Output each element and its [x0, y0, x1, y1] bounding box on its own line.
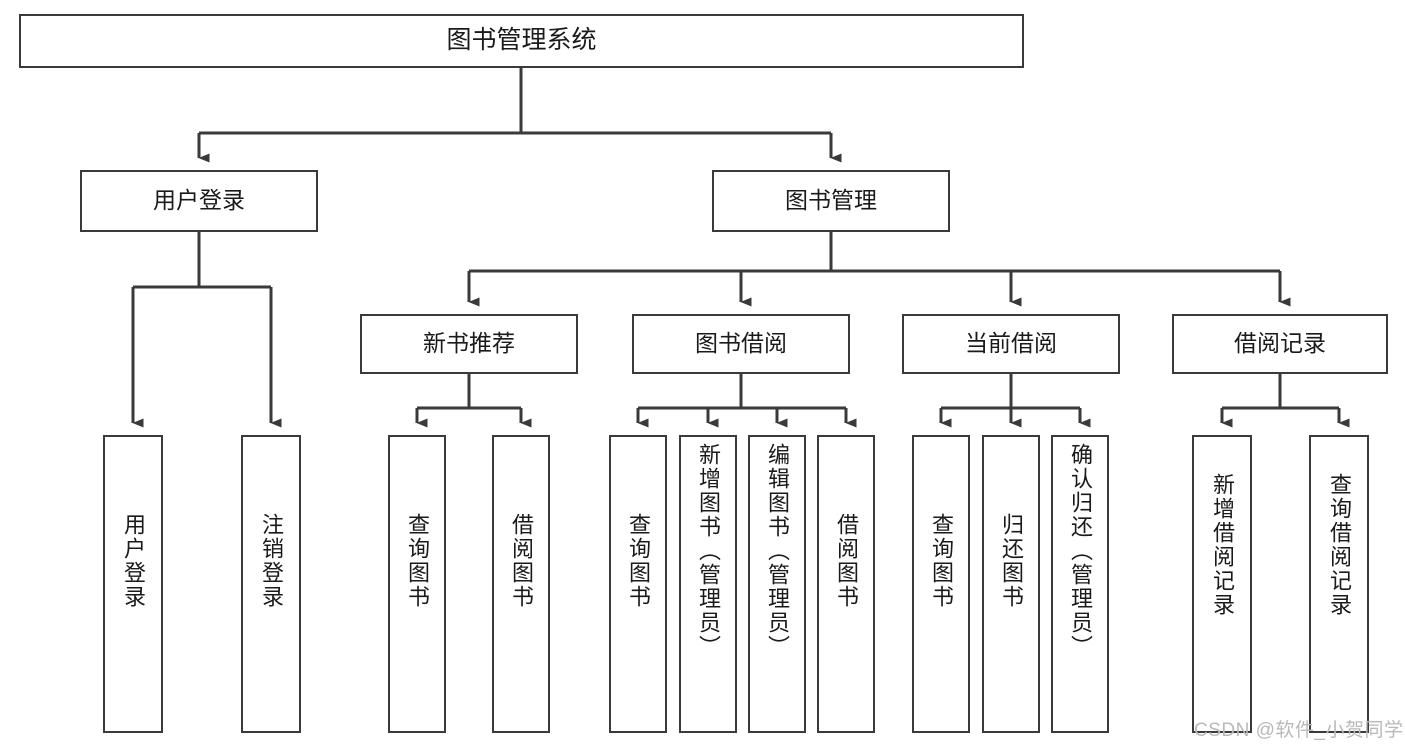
node-leaf-borrow-book-2[interactable]: 借阅图书: [817, 435, 875, 733]
node-root-label: 图书管理系统: [446, 26, 597, 55]
node-leaf-query-book-2[interactable]: 查询图书: [609, 435, 667, 733]
node-leaf-return-book-label: 归还图书: [999, 513, 1024, 609]
node-leaf-add-book[interactable]: 新增图书（管理员）: [679, 435, 737, 733]
node-leaf-add-book-label: 新增图书（管理员）: [696, 443, 721, 659]
node-leaf-edit-book-label: 编辑图书（管理员）: [765, 443, 790, 659]
node-leaf-borrow-book-1[interactable]: 借阅图书: [492, 435, 550, 733]
node-leaf-add-record[interactable]: 新增借阅记录: [1192, 435, 1252, 733]
node-leaf-user-login[interactable]: 用户登录: [103, 435, 163, 733]
node-leaf-query-book-3-label: 查询图书: [929, 513, 954, 609]
node-leaf-query-book-3[interactable]: 查询图书: [912, 435, 970, 733]
node-leaf-return-book[interactable]: 归还图书: [982, 435, 1040, 733]
node-leaf-user-logout[interactable]: 注销登录: [241, 435, 301, 733]
node-leaf-user-login-label: 用户登录: [121, 513, 146, 609]
node-leaf-add-record-label: 新增借阅记录: [1210, 473, 1235, 617]
node-root[interactable]: 图书管理系统: [19, 14, 1024, 68]
node-leaf-borrow-book-2-label: 借阅图书: [834, 513, 859, 609]
node-user-login-label: 用户登录: [153, 187, 245, 214]
node-book-management[interactable]: 图书管理: [712, 170, 950, 232]
watermark-text: CSDN @软件_小贺同学: [1194, 720, 1404, 741]
node-leaf-query-book-1-label: 查询图书: [405, 513, 430, 609]
node-leaf-borrow-book-1-label: 借阅图书: [509, 513, 534, 609]
node-leaf-query-book-2-label: 查询图书: [626, 513, 651, 609]
node-current-borrow[interactable]: 当前借阅: [902, 314, 1120, 374]
node-leaf-edit-book[interactable]: 编辑图书（管理员）: [748, 435, 806, 733]
node-current-borrow-label: 当前借阅: [965, 330, 1057, 357]
node-new-book-recommend[interactable]: 新书推荐: [360, 314, 578, 374]
node-new-book-recommend-label: 新书推荐: [423, 330, 515, 357]
node-book-management-label: 图书管理: [785, 187, 877, 214]
node-user-login[interactable]: 用户登录: [80, 170, 318, 232]
node-borrow-record-label: 借阅记录: [1234, 330, 1326, 357]
node-leaf-confirm-return-label: 确认归还（管理员）: [1068, 443, 1093, 659]
node-leaf-query-record[interactable]: 查询借阅记录: [1309, 435, 1369, 733]
node-book-borrow-label: 图书借阅: [695, 330, 787, 357]
node-borrow-record[interactable]: 借阅记录: [1172, 314, 1388, 374]
node-leaf-query-book-1[interactable]: 查询图书: [388, 435, 446, 733]
node-leaf-confirm-return[interactable]: 确认归还（管理员）: [1051, 435, 1109, 733]
node-leaf-query-record-label: 查询借阅记录: [1327, 473, 1352, 617]
node-book-borrow[interactable]: 图书借阅: [632, 314, 850, 374]
node-leaf-user-logout-label: 注销登录: [259, 513, 284, 609]
